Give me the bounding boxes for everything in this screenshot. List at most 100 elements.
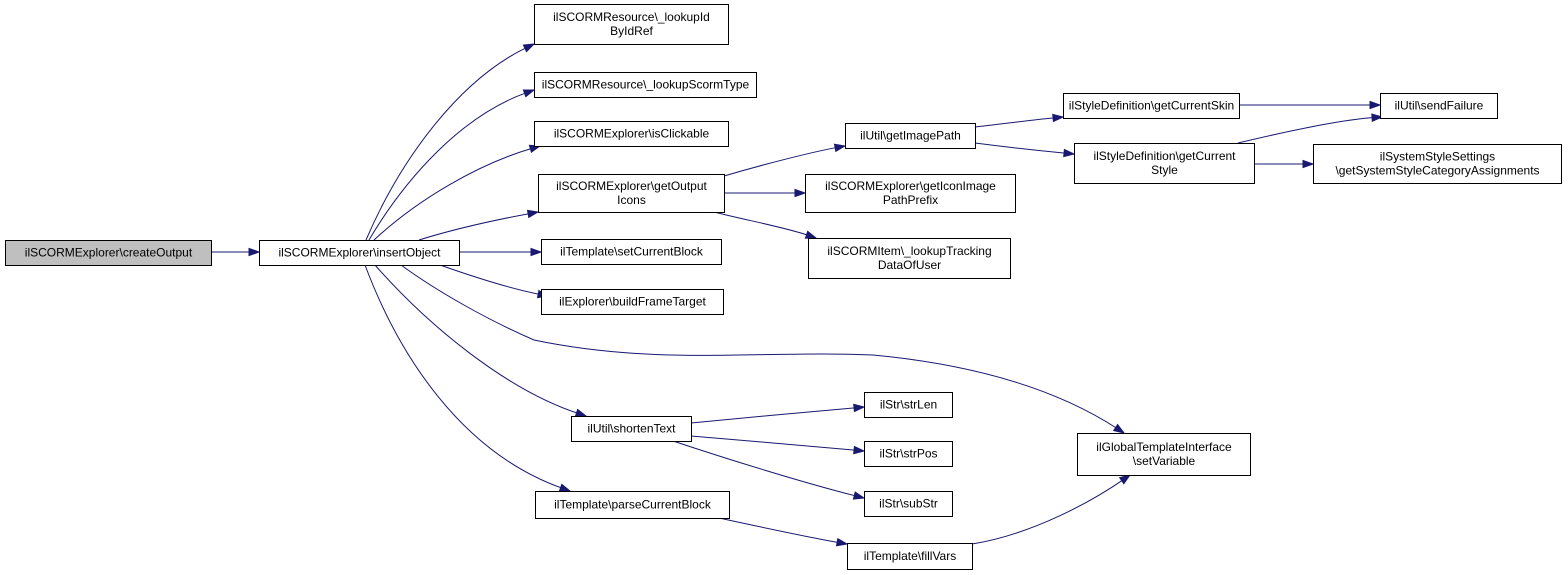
node-box: [5, 240, 212, 266]
node-box: [535, 491, 730, 519]
edge-arrowhead: [1118, 474, 1132, 485]
edge-line: [718, 517, 840, 544]
edge-arrowhead: [853, 403, 866, 413]
node-label: ilStr\strLen: [880, 398, 937, 412]
node-box: [1074, 143, 1255, 184]
node-label: ilSCORMExplorer\getIconImage: [825, 179, 996, 193]
node-box: [534, 121, 729, 147]
edge-line: [374, 264, 579, 414]
edge-arrowhead: [522, 89, 536, 98]
edge-line: [364, 264, 563, 489]
node-label: ilUtil\getImagePath: [860, 129, 961, 143]
node-label: ilTemplate\parseCurrentBlock: [554, 498, 712, 512]
edge-arrowhead: [530, 247, 543, 257]
node-box: [534, 72, 757, 98]
node-label: ilStr\strPos: [879, 447, 937, 461]
edge-arrowhead: [1052, 113, 1065, 123]
node-getImagePath[interactable]: ilUtil\getImagePath: [845, 123, 976, 149]
node-getSystemStyleCategoryAssignments[interactable]: ilSystemStyleSettings\getSystemStyleCate…: [1313, 144, 1562, 184]
edge-line: [400, 264, 1118, 430]
edge-line: [974, 117, 1056, 128]
node-shortenText[interactable]: ilUtil\shortenText: [571, 416, 692, 442]
node-box: [864, 441, 953, 467]
node-label: ilSCORMResource\_lookupId: [553, 10, 710, 24]
edge-line: [971, 479, 1124, 545]
edge-arrowhead: [526, 209, 540, 219]
edge-getOutputIcons-to-getIconImagePathPrefix: [724, 188, 807, 198]
edge-shortenText-to-subStr: [672, 440, 866, 500]
edge-insertObject-to-lookupIdByIdRef: [365, 43, 536, 241]
node-getCurrentSkin[interactable]: ilStyleDefinition\getCurrentSkin: [1063, 93, 1240, 119]
node-label: \setVariable: [1133, 454, 1196, 468]
edge-arrowhead: [1369, 100, 1382, 110]
edge-line: [418, 212, 531, 241]
node-sendFailure[interactable]: ilUtil\sendFailure: [1380, 93, 1498, 119]
node-box: [259, 240, 460, 266]
edge-line: [368, 92, 527, 241]
node-label: ilStyleDefinition\getCurrentSkin: [1069, 99, 1234, 113]
node-box: [1077, 433, 1251, 476]
edge-line: [690, 435, 857, 451]
edge-arrowhead: [853, 445, 866, 455]
edge-insertObject-to-isClickable: [373, 144, 542, 241]
edge-line: [713, 211, 809, 236]
node-box: [1380, 93, 1498, 119]
edge-line: [690, 407, 857, 424]
node-strLen[interactable]: ilStr\strLen: [864, 392, 953, 418]
node-strPos[interactable]: ilStr\strPos: [864, 441, 953, 467]
edge-shortenText-to-strLen: [690, 403, 866, 424]
node-fillVars[interactable]: ilTemplate\fillVars: [847, 543, 973, 570]
edge-insertObject-to-getOutputIcons: [418, 209, 540, 241]
edge-arrowhead: [522, 43, 536, 53]
node-box: [847, 543, 973, 570]
node-box: [571, 416, 692, 442]
edge-arrowhead: [833, 143, 847, 153]
node-label: ilSCORMResource\_lookupScormType: [542, 78, 750, 92]
node-isClickable[interactable]: ilSCORMExplorer\isClickable: [534, 121, 729, 147]
node-box: [1313, 144, 1562, 184]
edge-fillVars-to-setVariable: [971, 474, 1132, 545]
edge-arrowhead: [1371, 113, 1384, 123]
node-label: ilUtil\shortenText: [587, 422, 676, 436]
node-label: ilStr\subStr: [879, 497, 938, 511]
edge-getOutputIcons-to-getImagePath: [723, 143, 847, 177]
edge-getImagePath-to-getCurrentStyle: [974, 142, 1076, 158]
node-buildFrameTarget[interactable]: ilExplorer\buildFrameTarget: [541, 289, 724, 315]
edge-getCurrentSkin-to-sendFailure: [1239, 100, 1382, 110]
node-parseCurrentBlock[interactable]: ilTemplate\parseCurrentBlock: [535, 491, 730, 519]
node-label: DataOfUser: [878, 258, 941, 272]
edge-arrowhead: [558, 483, 572, 492]
node-setCurrentBlock[interactable]: ilTemplate\setCurrentBlock: [541, 239, 722, 265]
edge-arrowhead: [248, 247, 261, 257]
edge-arrowhead: [1112, 423, 1126, 434]
edge-insertObject-to-buildFrameTarget: [439, 264, 550, 299]
node-setVariable[interactable]: ilGlobalTemplateInterface\setVariable: [1077, 433, 1251, 476]
edge-shortenText-to-strPos: [690, 435, 866, 455]
edge-arrowhead: [1063, 148, 1076, 158]
node-insertObject[interactable]: ilSCORMExplorer\insertObject: [259, 240, 460, 266]
edge-line: [365, 47, 528, 241]
node-box: [845, 123, 976, 149]
node-label: Style: [1151, 163, 1178, 177]
node-lookupScormType[interactable]: ilSCORMResource\_lookupScormType: [534, 72, 757, 98]
edge-getImagePath-to-getCurrentSkin: [974, 113, 1065, 128]
node-label: Icons: [617, 193, 646, 207]
node-box: [864, 392, 953, 418]
node-label: ilSCORMExplorer\getOutput: [556, 179, 707, 193]
node-createOutput[interactable]: ilSCORMExplorer\createOutput: [5, 240, 212, 266]
edge-line: [439, 264, 541, 295]
edge-line: [1237, 117, 1375, 144]
edge-line: [672, 440, 857, 497]
node-box: [1063, 93, 1240, 119]
edge-parseCurrentBlock-to-fillVars: [718, 517, 849, 547]
node-label: ilStyleDefinition\getCurrent: [1093, 149, 1236, 163]
node-subStr[interactable]: ilStr\subStr: [864, 491, 953, 517]
edge-arrowhead: [1302, 159, 1315, 169]
edge-arrowhead: [574, 408, 588, 417]
edge-arrowhead: [852, 491, 866, 500]
